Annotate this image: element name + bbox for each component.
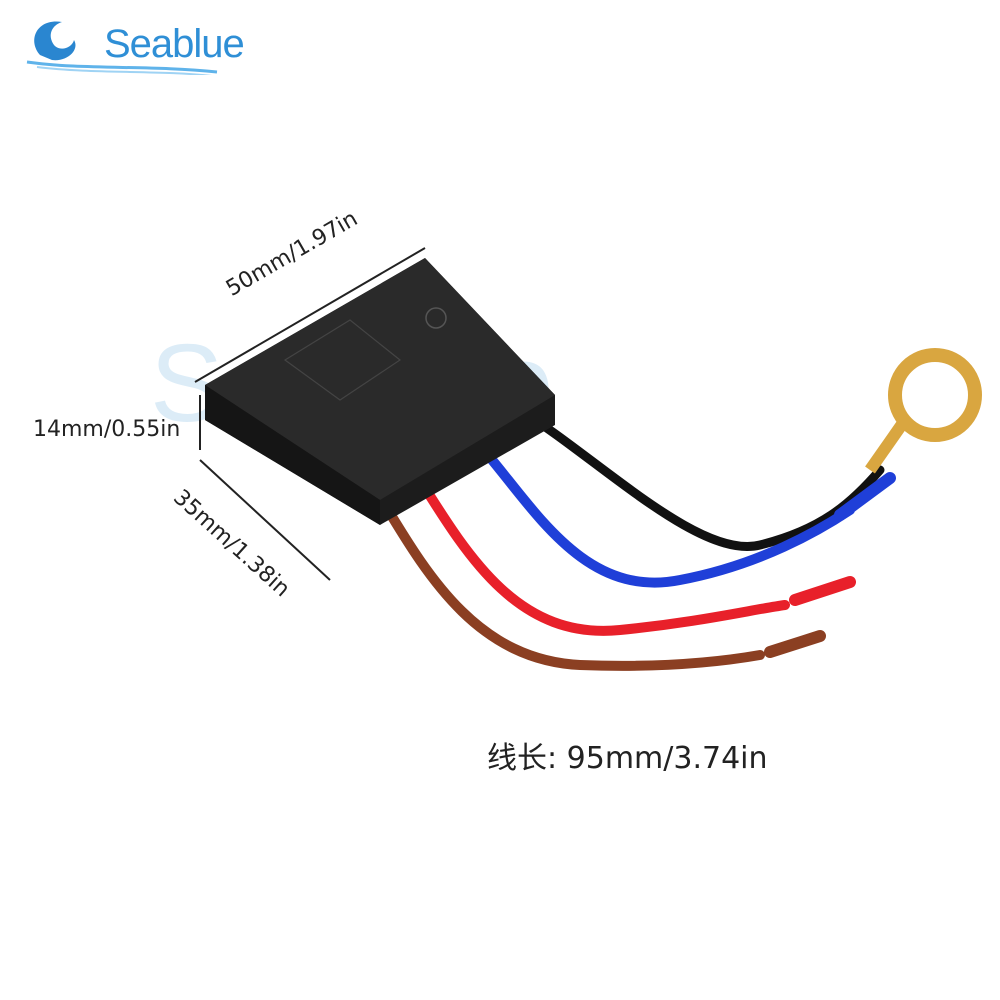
- dimension-line-width: [199, 459, 331, 581]
- dimension-height: 14mm/0.55in: [33, 417, 181, 442]
- ring-terminal: [865, 348, 982, 474]
- switch-box: [205, 258, 555, 525]
- wave-icon: [26, 21, 218, 77]
- wire-brown: [380, 500, 765, 671]
- brand-logo: Seablue: [22, 10, 245, 77]
- dimension-line-length: [194, 247, 426, 383]
- wire-blue: [470, 435, 855, 588]
- logo-text: Seablue: [104, 22, 245, 66]
- cable-length-label: 线长: 95mm/3.74in: [487, 741, 768, 776]
- wire-red: [415, 475, 790, 636]
